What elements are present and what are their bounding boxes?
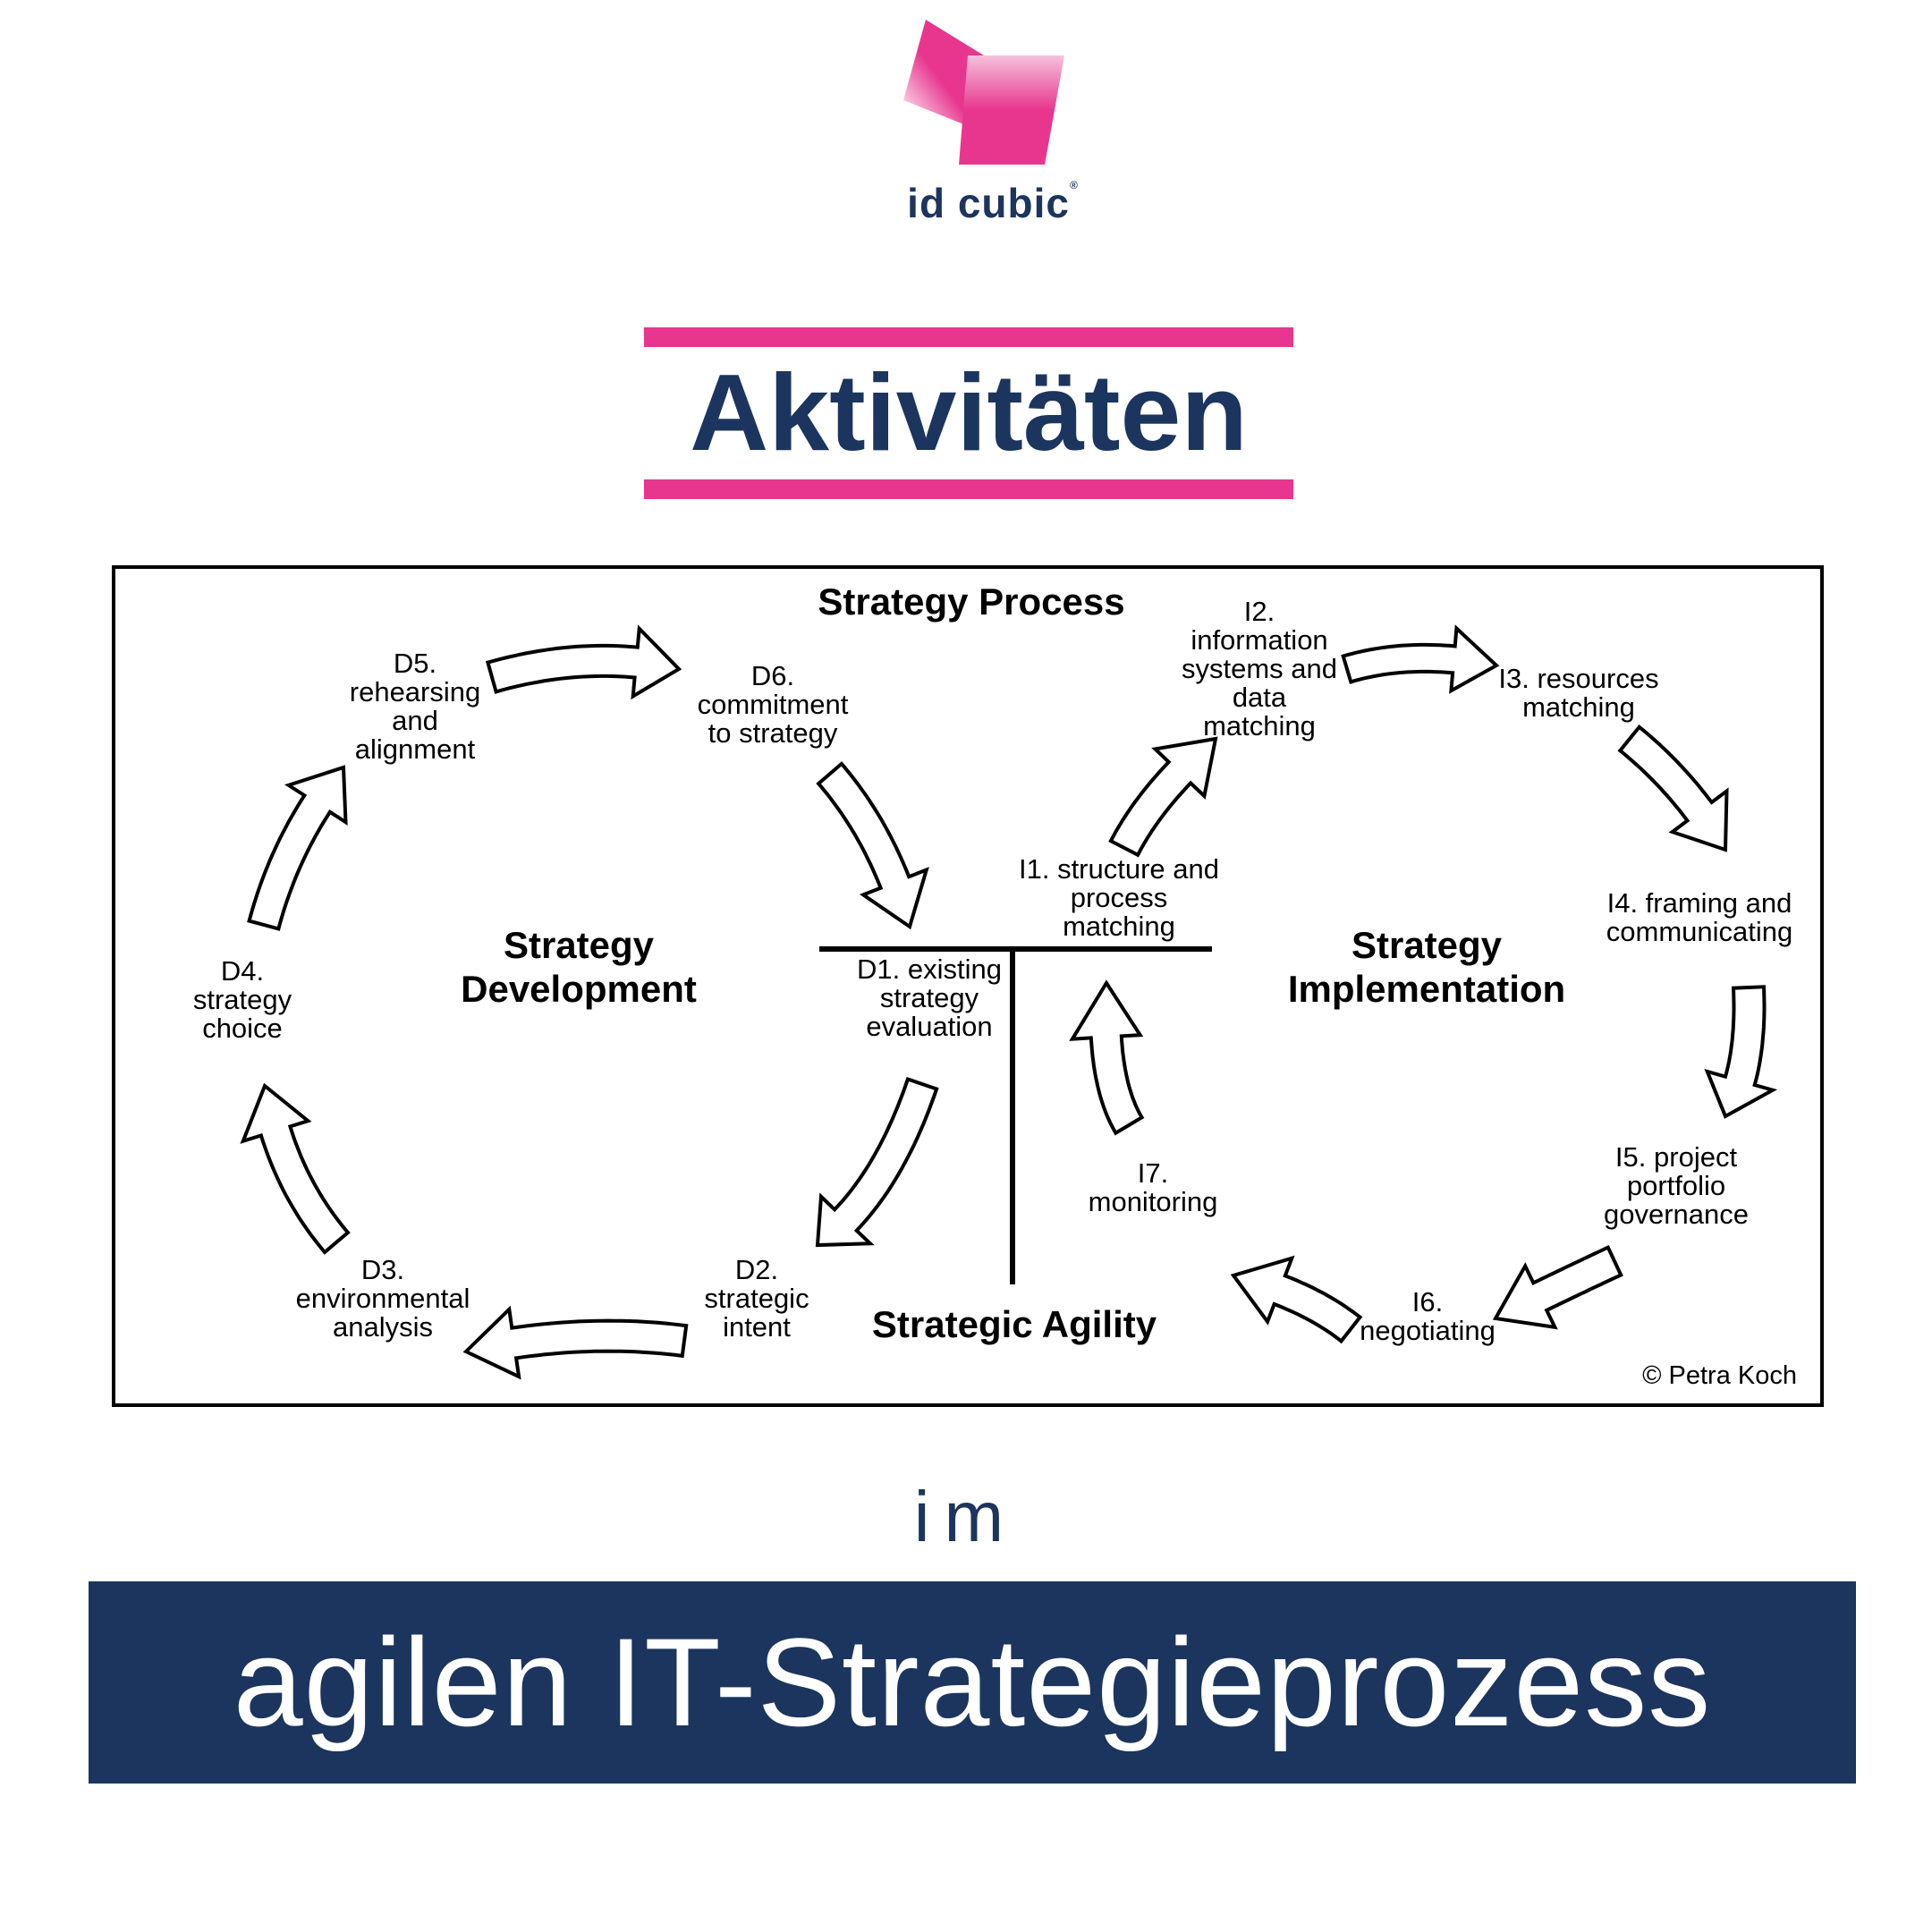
registered-mark: ® — [1069, 179, 1079, 191]
arrow-i4-to-i5 — [1704, 985, 1778, 1119]
strategy-development-heading: Strategy Development — [461, 924, 697, 1010]
step-d1: D1. existing strategy evaluation — [857, 953, 1002, 1042]
copyright-note: © Petra Koch — [1642, 1361, 1797, 1390]
step-i6: I6. negotiating — [1360, 1286, 1496, 1346]
step-i5: I5. project portfolio governance — [1603, 1141, 1750, 1230]
step-d6: D6. commitment to strategy — [697, 660, 849, 749]
step-d5: D5. rehearsing and alignment — [349, 648, 481, 765]
step-i7: I7. monitoring — [1088, 1157, 1218, 1217]
arrow-d1-to-d2 — [815, 1076, 939, 1248]
page-title: Aktivitäten — [690, 352, 1248, 473]
arrow-i3-to-i4 — [1617, 724, 1729, 852]
step-i3: I3. resources matching — [1498, 663, 1659, 723]
strategy-implementation-heading: Strategy Implementation — [1287, 924, 1566, 1010]
connector-word: im — [913, 1477, 1019, 1556]
arrow-i7-to-i1 — [1069, 979, 1145, 1136]
subtitle-banner-text: agilen IT-Strategieprozess — [233, 1612, 1712, 1752]
step-i1: I1. structure and process matching — [1018, 853, 1220, 942]
arrow-d4-to-d5 — [247, 765, 348, 931]
arrow-d5-to-d6 — [485, 624, 682, 700]
diagram-title: Strategy Process — [818, 580, 1125, 623]
step-d4: D4. strategy choice — [192, 955, 292, 1044]
title-bar-top — [644, 327, 1293, 347]
step-d3: D3. environmental analysis — [295, 1254, 470, 1343]
strategy-process-diagram: Strategy Process Strategy Development St… — [112, 565, 1824, 1407]
brand-name: id cubic® — [907, 179, 1079, 226]
title-bar-bottom — [644, 479, 1293, 499]
step-i4: I4. framing and communicating — [1606, 887, 1793, 947]
arrow-i6-to-i7 — [1230, 1255, 1363, 1344]
arrow-i2-to-i3 — [1341, 624, 1500, 694]
diagram-graphics — [240, 624, 1778, 1380]
arrow-d3-to-d4 — [240, 1082, 351, 1255]
subtitle-banner: agilen IT-Strategieprozess — [89, 1581, 1856, 1784]
step-i2: I2. information systems and data matchin… — [1181, 596, 1338, 741]
strategic-agility-heading: Strategic Agility — [871, 1303, 1157, 1345]
id-cubic-logo — [903, 20, 1064, 165]
arrow-i1-to-i2 — [1108, 736, 1218, 858]
arrow-i5-to-i6 — [1492, 1244, 1623, 1330]
arrow-d6-to-d1 — [816, 761, 929, 930]
step-d2: D2. strategic intent — [704, 1254, 809, 1343]
arrow-d2-to-d3 — [462, 1305, 689, 1380]
